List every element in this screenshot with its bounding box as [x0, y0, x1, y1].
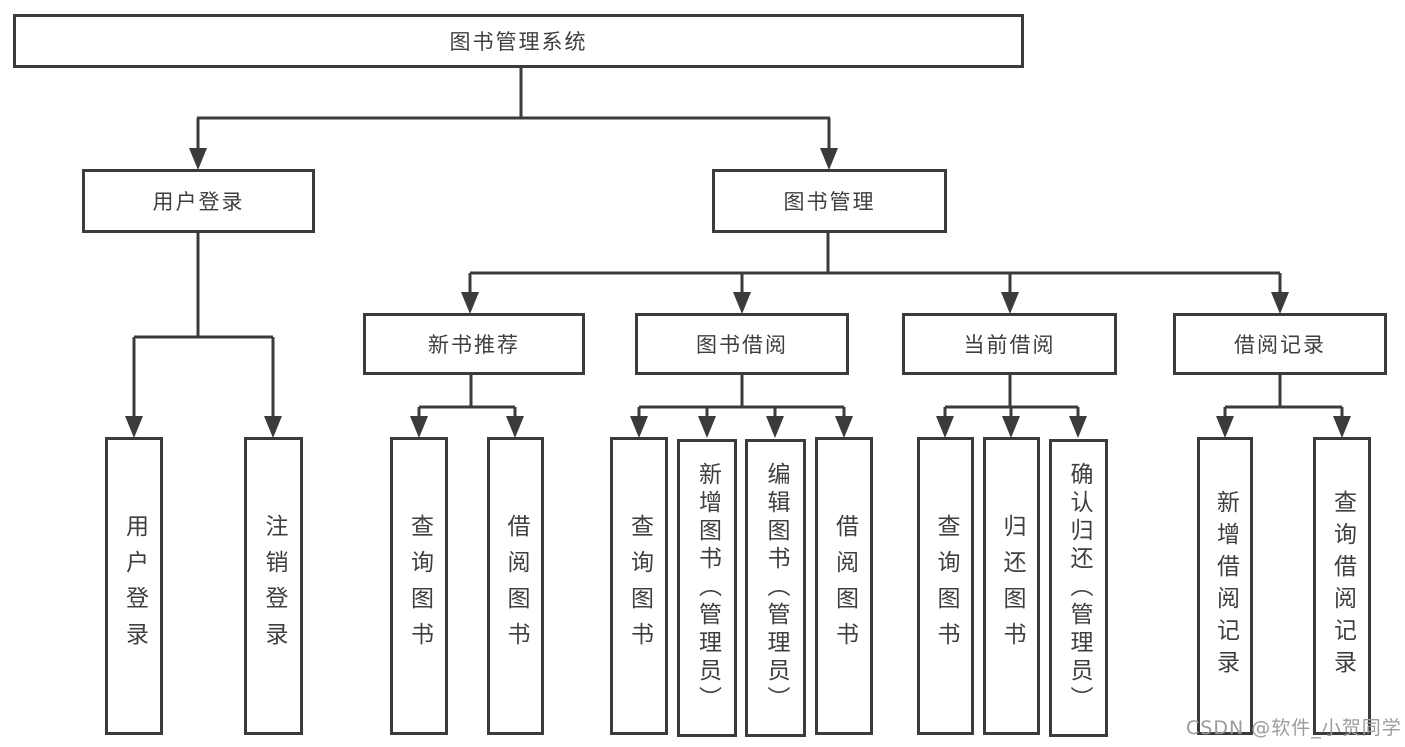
leaf-cb-query-books: 查询图书	[917, 437, 974, 735]
leaf-bb-add-books-admin: 新增图书（管理员）	[677, 439, 737, 737]
arrow-down	[936, 416, 954, 438]
connector-borrow-records-children	[1216, 375, 1351, 438]
node-book-management: 图书管理	[712, 169, 947, 233]
connector-current-borrow-children	[936, 375, 1087, 438]
arrow-down	[820, 148, 838, 170]
connector-book-borrow-children	[630, 375, 853, 438]
arrow-down	[410, 416, 428, 438]
arrow-down	[835, 416, 853, 438]
leaf-rec-add-borrow-record: 新增借阅记录	[1197, 437, 1253, 735]
arrow-down	[1002, 416, 1020, 438]
arrow-down	[1216, 416, 1234, 438]
leaf-nb-borrow-books: 借阅图书	[487, 437, 544, 735]
leaf-nb-query-books: 查询图书	[390, 437, 448, 735]
arrow-down	[461, 292, 479, 314]
arrow-down	[1069, 416, 1087, 438]
leaf-bb-query-books: 查询图书	[610, 437, 668, 735]
node-book-borrow: 图书借阅	[635, 313, 849, 375]
connector-new-book-recommend-children	[410, 375, 524, 438]
arrow-down	[698, 416, 716, 438]
node-new-book-recommend: 新书推荐	[363, 313, 585, 375]
connector-user-login-children	[125, 233, 282, 438]
node-user-login: 用户登录	[82, 169, 315, 233]
leaf-bb-edit-books-admin: 编辑图书（管理员）	[745, 439, 806, 737]
arrow-down	[1333, 416, 1351, 438]
arrow-down	[264, 416, 282, 438]
arrow-down	[125, 416, 143, 438]
connector-root-to-level2	[189, 68, 838, 170]
node-root: 图书管理系统	[13, 14, 1024, 68]
leaf-rec-query-borrow-record: 查询借阅记录	[1313, 437, 1371, 735]
arrow-down	[189, 148, 207, 170]
leaf-logout: 注销登录	[244, 437, 303, 735]
leaf-cb-confirm-return-admin: 确认归还（管理员）	[1049, 439, 1108, 737]
arrow-down	[1001, 292, 1019, 314]
arrow-down	[630, 416, 648, 438]
arrow-down	[506, 416, 524, 438]
node-current-borrow: 当前借阅	[902, 313, 1117, 375]
arrow-down	[766, 416, 784, 438]
connector-book-management-to-level3	[461, 233, 1289, 314]
arrow-down	[1271, 292, 1289, 314]
watermark: CSDN @软件_小贺同学	[1186, 717, 1402, 739]
leaf-user-login: 用户登录	[105, 437, 163, 735]
leaf-cb-return-books: 归还图书	[983, 437, 1040, 735]
arrow-down	[733, 292, 751, 314]
node-borrow-records: 借阅记录	[1173, 313, 1387, 375]
leaf-bb-borrow-books: 借阅图书	[815, 437, 873, 735]
